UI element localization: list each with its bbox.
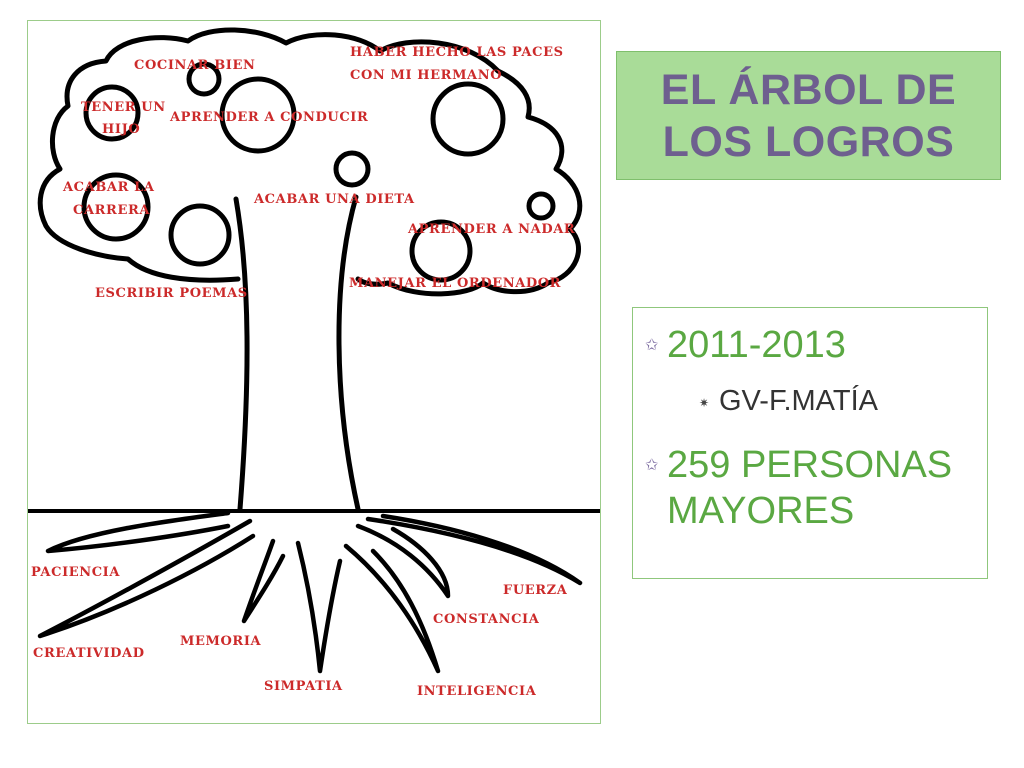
label-aprender-conducir: APRENDER A CONDUCIR bbox=[169, 110, 368, 125]
bullet-text: 2011-2013 bbox=[667, 324, 846, 366]
tree-drawing: COCINAR BIEN HABER HECHO LAS PACES CON M… bbox=[28, 27, 600, 699]
root bbox=[343, 543, 441, 674]
root bbox=[37, 518, 256, 639]
fruit-circles bbox=[81, 61, 556, 283]
info-box: ✩ 2011-2013 ✷ GV-F.MATÍA ✩ 259 PERSONAS … bbox=[632, 307, 988, 579]
fruit-circle bbox=[430, 81, 506, 157]
asterisk-bullet-icon: ✷ bbox=[699, 396, 710, 410]
label-creatividad: CREATIVIDAD bbox=[33, 646, 145, 661]
bullet-item: ✩ 259 PERSONAS MAYORES bbox=[645, 442, 975, 534]
crown-labels: COCINAR BIEN HABER HECHO LAS PACES CON M… bbox=[62, 45, 575, 301]
fruit-circle bbox=[409, 219, 473, 283]
root bbox=[365, 513, 583, 586]
label-inteligencia: INTELIGENCIA bbox=[417, 684, 537, 699]
root bbox=[241, 538, 286, 624]
star-bullet-icon: ✩ bbox=[645, 337, 659, 354]
root bbox=[45, 510, 231, 554]
fruit-circle bbox=[219, 76, 297, 154]
label-acabar-carrera-line1: ACABAR LA bbox=[62, 180, 155, 195]
label-aprender-nadar: APRENDER A NADAR bbox=[407, 222, 575, 237]
sub-bullet-item: ✷ GV-F.MATÍA bbox=[699, 384, 878, 418]
label-tener-hijo-line2: HIJO bbox=[102, 122, 140, 137]
page-title-line2: LOS LOGROS bbox=[662, 117, 955, 166]
bullet-item: ✩ 2011-2013 bbox=[645, 322, 846, 368]
label-tener-hijo-line1: TENER UN bbox=[81, 100, 166, 115]
label-fuerza: FUERZA bbox=[503, 583, 568, 598]
root bbox=[295, 540, 343, 674]
roots bbox=[37, 510, 583, 674]
fruit-circle bbox=[526, 191, 556, 221]
label-acabar-carrera-line2: CARRERA bbox=[73, 203, 150, 218]
label-simpatia: SIMPATIA bbox=[264, 679, 343, 694]
fruit-circle bbox=[168, 203, 232, 267]
root-labels: PACIENCIA FUERZA CONSTANCIA CREATIVIDAD … bbox=[31, 565, 568, 699]
label-acabar-dieta: ACABAR UNA DIETA bbox=[253, 192, 415, 207]
star-bullet-icon: ✩ bbox=[645, 457, 659, 474]
fruit-circle bbox=[186, 61, 222, 97]
label-cocinar-bien: COCINAR BIEN bbox=[134, 58, 255, 73]
bullet-text: 259 PERSONAS MAYORES bbox=[667, 444, 953, 532]
label-manejar-ordenador: MANEJAR EL ORDENADOR bbox=[349, 276, 561, 291]
label-paciencia: PACIENCIA bbox=[31, 565, 120, 580]
page-title-line1: EL ÁRBOL DE bbox=[660, 65, 957, 114]
tree-trunk-right bbox=[336, 194, 361, 512]
tree-crown-outline bbox=[37, 27, 583, 297]
label-paces-line2: CON MI HERMANO bbox=[350, 68, 502, 83]
label-paces-line1: HABER HECHO LAS PACES bbox=[350, 45, 564, 60]
fruit-circle bbox=[333, 150, 371, 188]
fruit-circle bbox=[81, 172, 151, 242]
label-memoria: MEMORIA bbox=[180, 634, 261, 649]
title-box: EL ÁRBOL DE LOS LOGROS bbox=[616, 51, 1001, 180]
sub-bullet-text: GV-F.MATÍA bbox=[719, 385, 878, 417]
root bbox=[355, 523, 451, 599]
label-escribir-poemas: ESCRIBIR POEMAS bbox=[95, 286, 248, 301]
label-constancia: CONSTANCIA bbox=[433, 612, 540, 627]
fruit-circle bbox=[83, 84, 141, 142]
tree-diagram-panel: COCINAR BIEN HABER HECHO LAS PACES CON M… bbox=[27, 20, 601, 724]
tree-trunk-left bbox=[233, 196, 250, 512]
